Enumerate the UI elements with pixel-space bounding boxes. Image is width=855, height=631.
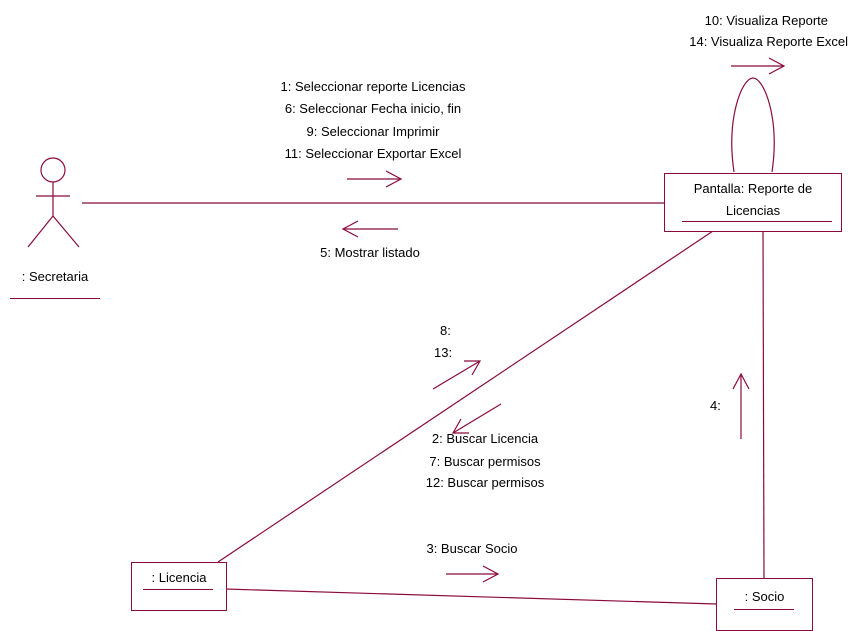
link-pantalla-licencia (217, 230, 714, 563)
object-pantalla-reporte-licencias: Pantalla: Reporte de Licencias (664, 173, 842, 232)
object-licencia-underline (143, 589, 213, 590)
msg-actor-to-pantalla-1: 1: Seleccionar reporte Licencias (280, 79, 466, 94)
arrow-self-loop (731, 57, 786, 75)
msg-pantalla-to-licencia-3: 12: Buscar permisos (425, 475, 545, 490)
link-pantalla-socio (762, 230, 765, 579)
msg-self-loop-2: 14: Visualiza Reporte Excel (689, 34, 848, 49)
actor-label-underline (10, 298, 100, 299)
msg-licencia-to-socio: 3: Buscar Socio (426, 541, 518, 556)
actor-label: : Secretaria (21, 269, 89, 284)
msg-pantalla-to-licencia-2: 7: Buscar permisos (429, 454, 541, 469)
object-licencia-label: : Licencia (151, 570, 207, 585)
object-licencia: : Licencia (131, 562, 227, 611)
arrow-actor-to-pantalla (347, 170, 403, 188)
msg-actor-to-pantalla-2: 6: Seleccionar Fecha inicio, fin (284, 101, 462, 116)
msg-actor-to-pantalla-4: 11: Seleccionar Exportar Excel (284, 146, 462, 161)
arrow-licencia-to-pantalla (432, 360, 482, 390)
object-pantalla-line1: Pantalla: Reporte de (693, 181, 813, 196)
msg-pantalla-to-actor: 5: Mostrar listado (320, 245, 420, 260)
msg-licencia-to-pantalla-2: 13: (434, 345, 453, 360)
actor-figure (27, 157, 80, 248)
object-socio-underline (734, 609, 794, 610)
msg-socio-to-pantalla: 4: (710, 398, 721, 413)
msg-self-loop-1: 10: Visualiza Reporte (704, 13, 828, 28)
msg-actor-to-pantalla-3: 9: Seleccionar Imprimir (306, 124, 440, 139)
link-licencia-socio (224, 588, 717, 605)
arrow-socio-to-pantalla (732, 372, 750, 439)
object-pantalla-line2: Licencias (725, 203, 781, 218)
object-pantalla-underline (682, 221, 832, 222)
object-socio: : Socio (716, 578, 813, 631)
arrow-pantalla-to-actor (341, 220, 398, 238)
arrow-pantalla-to-licencia (451, 403, 502, 434)
msg-pantalla-to-licencia-1: 2: Buscar Licencia (431, 431, 539, 446)
msg-licencia-to-pantalla-1: 8: (440, 323, 451, 338)
self-loop-pantalla (731, 77, 775, 173)
object-socio-label: : Socio (744, 589, 785, 604)
arrow-licencia-to-socio (446, 565, 500, 583)
